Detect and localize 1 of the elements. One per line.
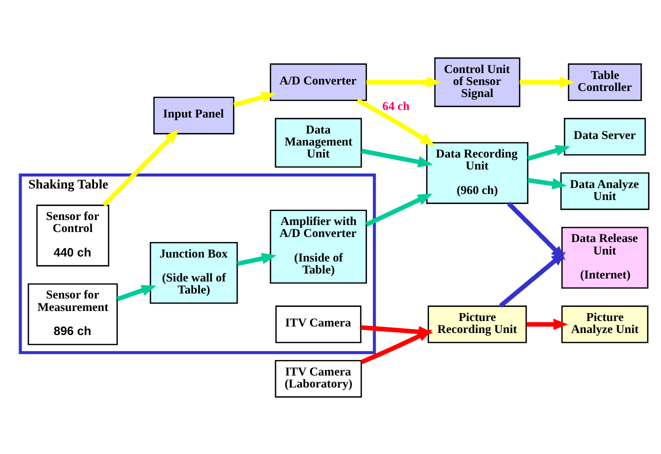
edge-label: 64 ch	[382, 98, 410, 113]
